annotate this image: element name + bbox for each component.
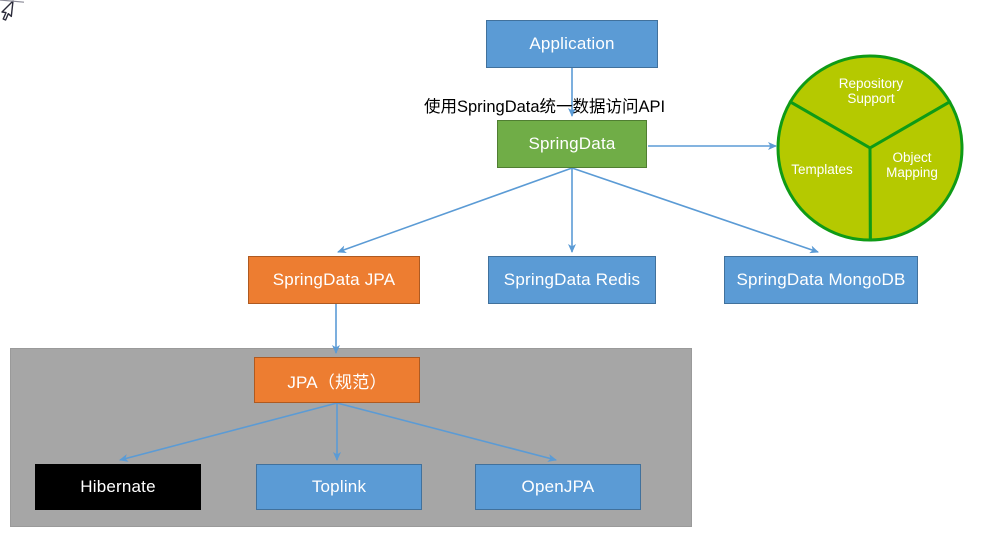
arrow-springdata-to-jpa (337, 167, 573, 254)
pie-slice-object-mapping[interactable] (868, 99, 964, 242)
node-openjpa[interactable]: OpenJPA (475, 464, 641, 510)
node-application[interactable]: Application (486, 20, 658, 68)
node-toplink[interactable]: Toplink (256, 464, 422, 510)
node-hibernate[interactable]: Hibernate (35, 464, 201, 510)
node-springdata-jpa[interactable]: SpringData JPA (248, 256, 420, 304)
mouse-cursor-icon (0, 0, 25, 21)
pie-slice-templates[interactable] (776, 99, 872, 242)
unified-data-access-caption: 使用SpringData统一数据访问API (424, 98, 666, 116)
node-jpa-specification[interactable]: JPA（规范） (254, 357, 420, 403)
arrow-jpaspec-to-hibernate (119, 402, 338, 462)
springdata-capabilities-pie (775, 53, 965, 243)
node-springdata-redis[interactable]: SpringData Redis (488, 256, 656, 304)
pie-svg (776, 54, 964, 242)
arrow-springdata-to-mongodb (571, 167, 819, 254)
node-springdata-mongodb[interactable]: SpringData MongoDB (724, 256, 918, 304)
pie-slice-repository-support[interactable] (788, 54, 952, 150)
node-springdata[interactable]: SpringData (497, 120, 647, 168)
arrow-jpaspec-to-openjpa (336, 402, 557, 462)
